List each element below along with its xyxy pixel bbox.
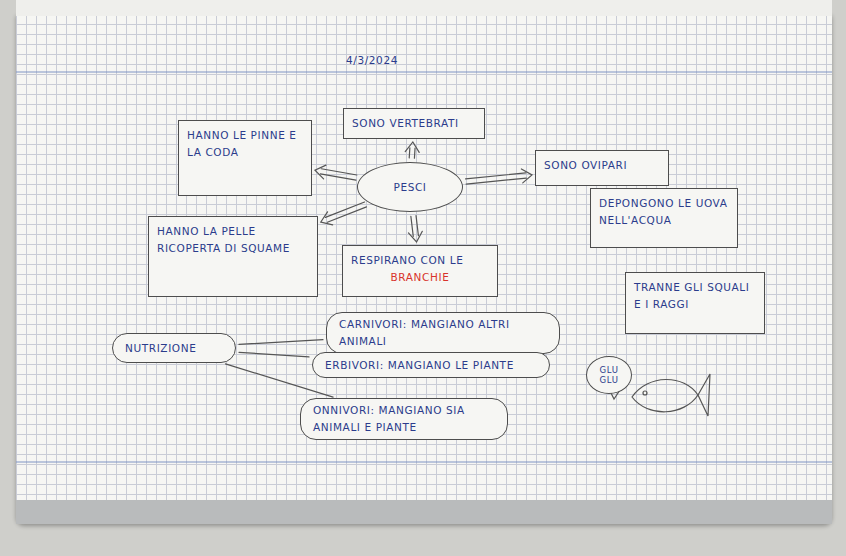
node-text: ERBIVORI: MANGIANO LE PIANTE [325, 357, 537, 374]
double-arrow [315, 165, 357, 180]
double-arrow [408, 216, 422, 242]
previous-page [16, 0, 832, 16]
node-text: GLU GLU [590, 365, 628, 385]
node-text: TRANNE GLI SQUALI E I RAGGI [634, 279, 756, 313]
topic-cloud: NUTRIZIONE [112, 333, 236, 363]
fact-box: HANNO LA PELLE RICOPERTA DI SQUAME [148, 216, 318, 297]
speech-bubble: GLU GLU [586, 356, 632, 394]
arrowhead [405, 142, 419, 152]
arrowhead [321, 212, 333, 225]
fact-box: HANNO LE PINNE E LA CODA [178, 120, 312, 196]
node-text: ONNIVORI: MANGIANO SIA ANIMALI E PIANTE [313, 402, 495, 436]
category-cloud: ERBIVORI: MANGIANO LE PIANTE [312, 352, 550, 378]
fact-box: DEPONGONO LE UOVA NELL'ACQUA [590, 188, 738, 248]
category-cloud: CARNIVORI: MANGIANO ALTRI ANIMALI [326, 312, 560, 354]
highlight-text: BRANCHIE [351, 269, 489, 286]
node-text: NUTRIZIONE [125, 340, 223, 357]
date-label: 4/3/2024 [346, 54, 398, 66]
central-topic: PESCI [357, 162, 463, 212]
margin-line [16, 71, 832, 72]
shaft [411, 216, 413, 236]
double-arrow [466, 169, 532, 184]
node-text: RESPIRANO CON LE [351, 252, 489, 269]
category-cloud: ONNIVORI: MANGIANO SIA ANIMALI E PIANTE [300, 398, 508, 440]
branch-line [239, 352, 309, 357]
fact-box: SONO OVIPARI [535, 150, 669, 186]
arrowhead [521, 169, 532, 183]
shaft [466, 173, 526, 179]
arrowhead [408, 231, 422, 242]
double-arrow [321, 202, 367, 225]
double-arrow [405, 142, 419, 158]
shaft [320, 174, 356, 180]
node-text: HANNO LA PELLE RICOPERTA DI SQUAME [157, 223, 309, 257]
shaft [327, 207, 366, 222]
cover-edge [16, 500, 832, 524]
fact-box: SONO VERTEBRATI [343, 108, 485, 139]
shaft [416, 216, 418, 236]
node-text: SONO OVIPARI [544, 157, 660, 174]
shaft [409, 148, 411, 158]
fact-box: RESPIRANO CON LEBRANCHIE [342, 245, 498, 297]
shaft [414, 148, 416, 158]
node-text: SONO VERTEBRATI [352, 115, 476, 132]
branch-line [239, 340, 323, 345]
line [239, 352, 309, 357]
margin-line [16, 461, 832, 462]
line [239, 340, 323, 345]
node-text: PESCI [393, 179, 426, 196]
fact-box: TRANNE GLI SQUALI E I RAGGI [625, 272, 765, 334]
shaft [466, 178, 526, 184]
node-text: HANNO LE PINNE E LA CODA [187, 127, 303, 161]
node-text: CARNIVORI: MANGIANO ALTRI ANIMALI [339, 316, 547, 350]
arrowhead [315, 165, 326, 179]
node-text: DEPONGONO LE UOVA NELL'ACQUA [599, 195, 729, 229]
shaft [321, 169, 357, 175]
